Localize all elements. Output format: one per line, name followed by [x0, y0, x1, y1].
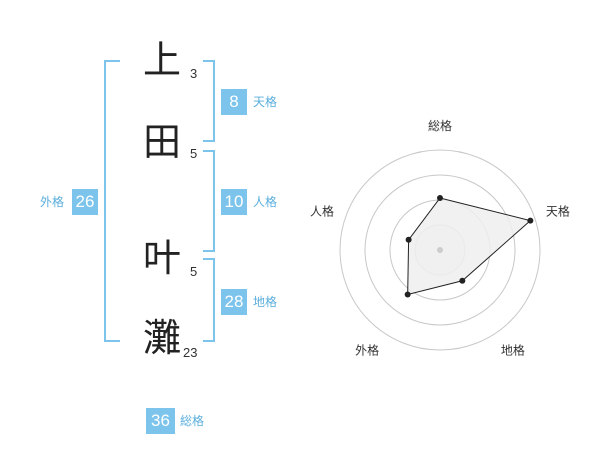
name-char-1: 上	[143, 38, 182, 82]
radar-axis-label-4: 外格	[355, 342, 379, 357]
name-char-2: 田	[143, 120, 182, 164]
radar-point-5	[405, 236, 412, 243]
chikaku-badge: 28	[221, 289, 247, 315]
radar-axis-label-2: 天格	[546, 204, 570, 219]
stroke-count-4: 23	[183, 345, 198, 360]
stroke-count-3: 5	[190, 264, 198, 279]
radar-point-1	[437, 195, 443, 201]
gaikaku-label: 外格	[40, 195, 65, 209]
name-char-4: 灘	[143, 316, 182, 360]
jinkaku-badge: 10	[221, 189, 247, 215]
name-char-3: 叶	[143, 236, 182, 280]
soukaku-label: 総格	[180, 414, 205, 428]
jinkaku-label: 人格	[253, 195, 278, 209]
tenkaku-label: 天格	[253, 95, 278, 109]
radar-center-dot	[437, 247, 443, 253]
chikaku-bracket	[203, 258, 215, 342]
radar-point-3	[459, 277, 466, 284]
radar-axis-label-1: 総格	[428, 118, 452, 133]
soukaku-badge: 36	[146, 408, 175, 434]
jinkaku-bracket	[203, 150, 215, 252]
stroke-count-2: 5	[190, 146, 198, 161]
gaikaku-badge: 26	[72, 189, 98, 215]
tenkaku-badge: 8	[221, 89, 247, 115]
radar-axis-label-5: 人格	[310, 204, 334, 219]
radar-area	[407, 197, 532, 296]
chikaku-label: 地格	[253, 295, 278, 309]
radar-ring	[364, 174, 516, 326]
radar-point-2	[527, 217, 534, 224]
tenkaku-bracket	[203, 60, 215, 142]
gaikaku-bracket	[104, 60, 120, 342]
stroke-count-1: 3	[190, 66, 198, 81]
radar-point-4	[404, 291, 411, 298]
radar-axis-label-3: 地格	[501, 342, 525, 357]
radar-ring	[339, 149, 541, 351]
